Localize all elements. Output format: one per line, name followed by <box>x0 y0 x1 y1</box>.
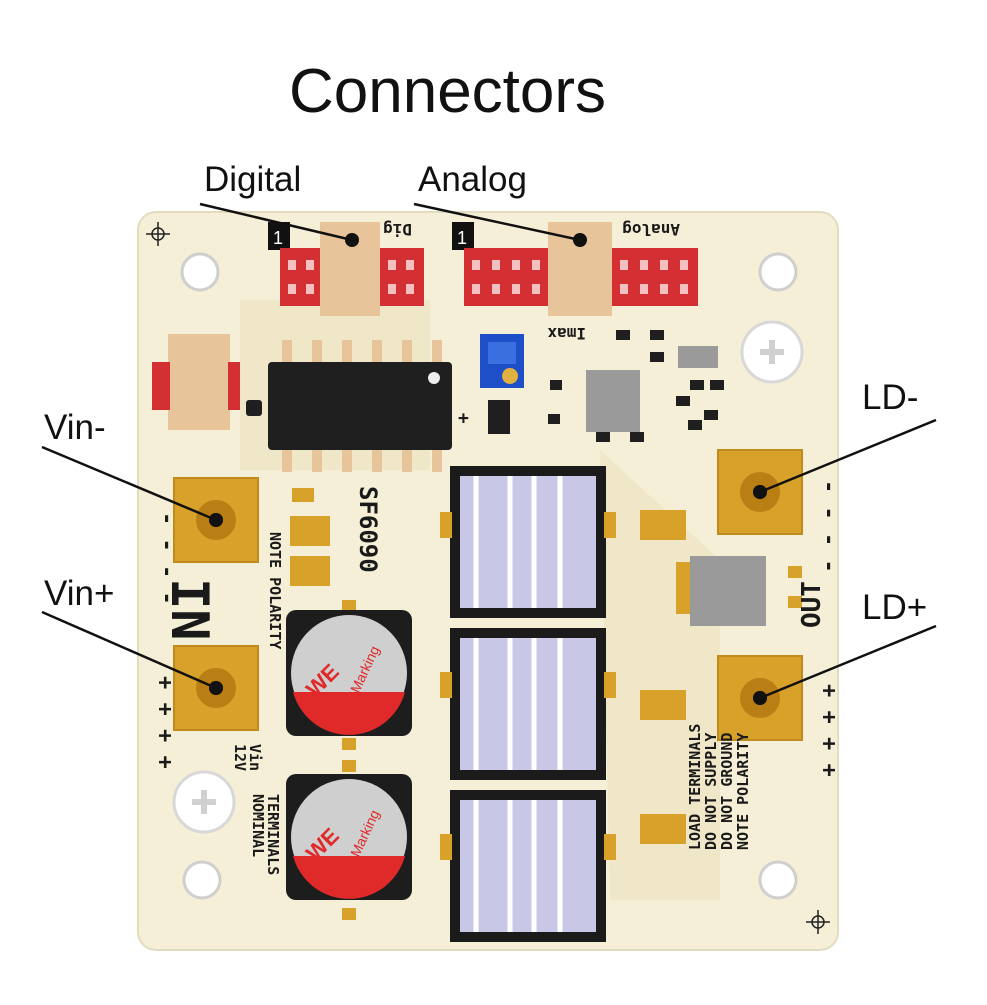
controller-chip <box>586 370 640 432</box>
pin1-analog: 1 <box>457 228 467 248</box>
inductor-3 <box>450 790 606 942</box>
dig-silkscreen: Dig <box>383 220 412 239</box>
vin-terminals-line2: NOMINAL <box>249 794 267 857</box>
analog-silkscreen: Analog <box>622 220 680 239</box>
leader-line-ld-minus <box>759 418 937 494</box>
ld-minus-marks: - - - - <box>816 480 841 573</box>
load-line4: NOTE POLARITY <box>734 733 752 850</box>
leader-dot <box>573 233 587 247</box>
vin-minus-pad <box>173 477 259 563</box>
leader-line-ld-plus <box>759 624 937 700</box>
leader-line-analog <box>413 202 581 242</box>
pin1-digital: 1 <box>273 228 283 248</box>
in-label: IN <box>159 578 219 641</box>
out-label: OUT <box>797 581 827 628</box>
vin-12v-line2: 12V <box>231 744 249 771</box>
callout-analog: Analog <box>418 160 527 199</box>
leader-line-digital <box>199 202 353 242</box>
analog-header: 1 <box>452 222 698 316</box>
driver-ic <box>268 362 452 450</box>
model-silkscreen: SF6090 <box>354 486 382 573</box>
smd-components <box>246 330 724 442</box>
callout-ld-plus: LD+ <box>862 588 928 627</box>
power-connector <box>168 334 230 430</box>
leader-line-vin-minus <box>41 445 217 522</box>
screw-icon <box>172 320 804 834</box>
callout-vin-minus: Vin- <box>44 408 106 447</box>
load-line3: DO NOT GROUND <box>718 733 736 850</box>
plus-mark: + <box>458 408 469 429</box>
mounting-hole-icon <box>180 252 798 900</box>
mosfet <box>690 556 766 626</box>
vin-minus-marks: - - - - <box>154 512 179 605</box>
fiducial-icon <box>146 222 830 934</box>
digital-header: 1 <box>268 222 424 316</box>
page-title: Connectors <box>288 57 607 126</box>
imax-silkscreen: Imax <box>547 324 586 343</box>
vin-12v-line1: Vin <box>246 744 264 771</box>
inductor-1 <box>450 466 606 618</box>
vin-terminals-line1: TERMINALS <box>264 794 282 875</box>
note-polarity-in: NOTE POLARITY <box>266 532 284 649</box>
load-line1: LOAD TERMINALS <box>686 724 704 850</box>
callout-vin-plus: Vin+ <box>44 574 115 613</box>
capacitor-1: WE Marking <box>286 610 412 736</box>
callout-ld-minus: LD- <box>862 378 919 417</box>
load-line2: DO NOT SUPPLY <box>702 733 720 850</box>
callout-digital: Digital <box>204 160 302 199</box>
ld-plus-marks: + + + + <box>816 684 841 777</box>
capacitor-2: WE Marking <box>286 774 412 900</box>
leader-dot <box>345 233 359 247</box>
vin-plus-marks: + + + + <box>152 676 177 769</box>
leader-line-vin-plus <box>41 610 217 690</box>
inductor-2 <box>450 628 606 780</box>
